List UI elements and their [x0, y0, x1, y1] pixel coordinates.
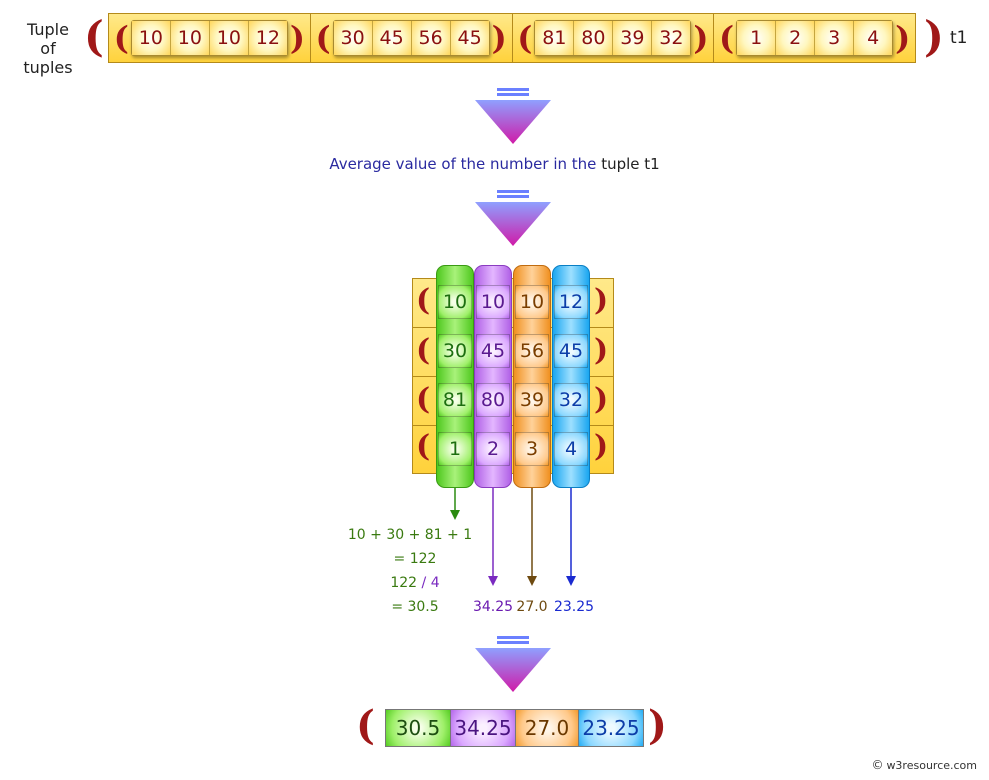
result-value: 23.25 — [579, 710, 643, 746]
tuple-value: 45 — [372, 21, 412, 55]
variable-label: t1 — [950, 28, 968, 48]
grid-cell: 30 — [438, 334, 472, 368]
down-arrow-icon — [475, 636, 551, 692]
row-close-paren: ) — [594, 429, 609, 464]
caption: Average value of the number in the tuple… — [0, 155, 989, 173]
tuple-value: 1 — [737, 21, 777, 55]
sum-expression: 10 + 30 + 81 + 1 — [347, 527, 473, 543]
average-col-3: 23.25 — [553, 599, 595, 615]
division-expression: 122 / 4 — [370, 575, 460, 591]
grid-cell: 10 — [515, 285, 549, 319]
division-left: 122 — [390, 575, 418, 591]
credit-text: w3resource.com — [886, 758, 977, 772]
inner-tuple-0: ( 10 10 10 12 ) — [109, 14, 311, 62]
tuple-value: 4 — [854, 21, 893, 55]
down-arrow-icon — [475, 190, 551, 246]
result-open-paren: ( — [356, 702, 375, 749]
result-value: 34.25 — [451, 710, 516, 746]
grid-cell: 32 — [554, 383, 588, 417]
grid-cell: 80 — [476, 383, 510, 417]
average-col-2: 27.0 — [516, 599, 548, 615]
result-value: 30.5 — [386, 710, 451, 746]
row-close-paren: ) — [594, 333, 609, 368]
outer-open-paren: ( — [84, 12, 104, 61]
grid-cell: 45 — [554, 334, 588, 368]
average-result: = 30.5 — [391, 599, 439, 615]
credit: © w3resource.com — [871, 758, 977, 772]
caption-text: Average value of the number in the — [329, 155, 597, 173]
grid-cell: 45 — [476, 334, 510, 368]
input-tuple-strip: ( 10 10 10 12 ) ( 30 45 56 45 ) ( 81 80 … — [108, 13, 916, 63]
tuple-value: 81 — [535, 21, 575, 55]
inner-tuple-2: ( 81 80 39 32 ) — [513, 14, 715, 62]
tuple-value: 2 — [776, 21, 816, 55]
tuple-value: 3 — [815, 21, 855, 55]
division-operator: / — [421, 575, 427, 591]
grid-cell: 10 — [438, 285, 472, 319]
row-close-paren: ) — [594, 283, 609, 318]
grid-cell: 10 — [476, 285, 510, 319]
sum-result: = 122 — [393, 551, 437, 567]
row-open-paren: ( — [416, 382, 431, 417]
grid-cell: 2 — [476, 432, 510, 466]
tuple-value: 10 — [209, 21, 249, 55]
grid-cell: 4 — [554, 432, 588, 466]
tuple-value: 10 — [131, 21, 171, 55]
grid-cell: 12 — [554, 285, 588, 319]
division-right: 4 — [430, 575, 440, 591]
inner-tuple-3: ( 1 2 3 4 ) — [718, 19, 911, 57]
input-label: Tuple of tuples — [23, 20, 73, 77]
grid-cell: 56 — [515, 334, 549, 368]
row-open-paren: ( — [416, 333, 431, 368]
grid-cell: 3 — [515, 432, 549, 466]
tuple-value: 32 — [652, 21, 691, 55]
tuple-value: 45 — [450, 21, 489, 55]
tuple-value: 80 — [574, 21, 614, 55]
result-close-paren: ) — [648, 702, 667, 749]
inner-tuple-1: ( 30 45 56 45 ) — [311, 14, 513, 62]
result-value: 27.0 — [516, 710, 579, 746]
row-close-paren: ) — [594, 382, 609, 417]
down-arrow-icon — [475, 88, 551, 144]
grid-cell: 81 — [438, 383, 472, 417]
tuple-value: 30 — [333, 21, 373, 55]
tuple-value: 56 — [411, 21, 451, 55]
tuple-value: 39 — [613, 21, 653, 55]
tuple-value: 12 — [248, 21, 287, 55]
caption-emphasis: tuple t1 — [601, 155, 660, 173]
row-open-paren: ( — [416, 429, 431, 464]
row-open-paren: ( — [416, 283, 431, 318]
result-tuple: 30.5 34.25 27.0 23.25 — [385, 709, 644, 747]
average-col-1: 34.25 — [472, 599, 514, 615]
outer-close-paren: ) — [924, 12, 944, 61]
tuple-value: 10 — [170, 21, 210, 55]
grid-cell: 1 — [438, 432, 472, 466]
copyright-icon: © — [871, 758, 884, 772]
grid-cell: 39 — [515, 383, 549, 417]
